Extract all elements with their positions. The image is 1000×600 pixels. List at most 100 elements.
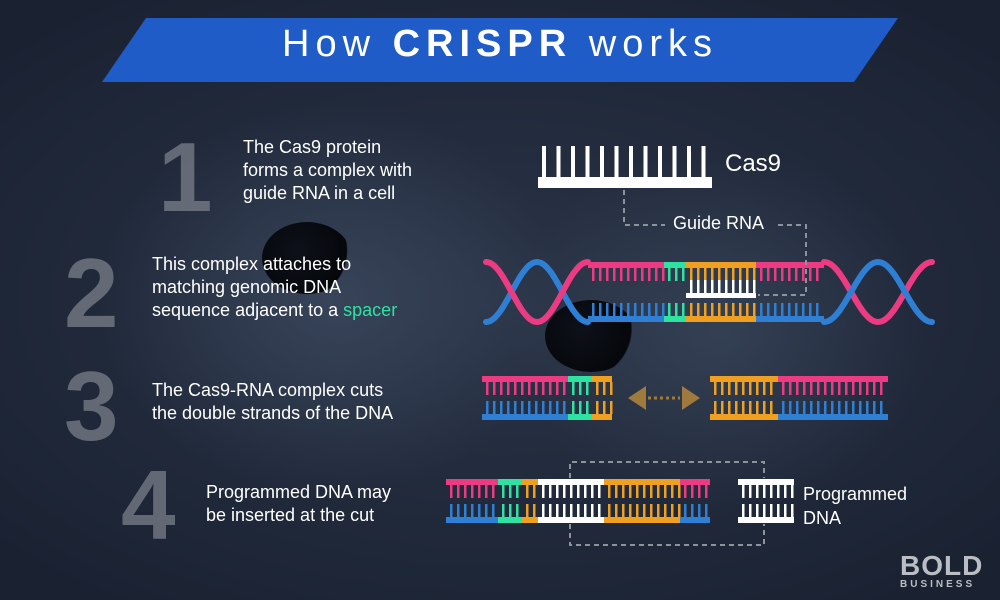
cut-left-top-strand-base <box>542 382 545 395</box>
dna-top-strand-base <box>592 268 595 281</box>
dna-top-strand-base <box>746 268 749 281</box>
cut-right-bottom-strand-base <box>782 401 785 414</box>
cut-right-top-strand-base <box>866 382 869 395</box>
step-2-line-3-text: sequence adjacent to a <box>152 300 344 320</box>
inserted-top-strand-base <box>570 485 573 498</box>
cas9-comb-tooth <box>672 146 677 177</box>
dna-top-strand-base <box>802 268 805 281</box>
cut-left-top-strand-backbone <box>592 376 612 382</box>
cut-right-bottom-strand-base <box>817 401 820 414</box>
inserted-bottom-strand-base <box>643 504 646 517</box>
programmed-dna-top-strand-backbone <box>738 479 794 485</box>
programmed-dna-bottom-strand-base <box>784 504 787 517</box>
cut-right-bottom-strand-base <box>859 401 862 414</box>
inserted-bottom-strand-base <box>485 504 488 517</box>
inserted-bottom-strand-base <box>570 504 573 517</box>
step-1-line-1: The Cas9 protein <box>243 137 382 157</box>
dna-top-strand-base <box>732 268 735 281</box>
cas9-comb-tooth <box>614 146 619 177</box>
inserted-top-strand-base <box>678 485 681 498</box>
inserted-bottom-strand-base <box>478 504 481 517</box>
dna-top-strand-base <box>620 268 623 281</box>
inserted-bottom-strand-base <box>629 504 632 517</box>
dna-bottom-strand-base <box>802 303 805 316</box>
cut-right-top-strand-base <box>756 382 759 395</box>
dna-bottom-strand-base <box>725 303 728 316</box>
dna-top-strand-base <box>711 268 714 281</box>
inserted-bottom-strand-base <box>542 504 545 517</box>
guide-rna-label: Guide RNA <box>673 213 765 233</box>
page-title: How CRISPR works <box>0 23 1000 66</box>
cut-left-bottom-strand-base <box>603 401 606 414</box>
step-3-line-1: The Cas9-RNA complex cuts <box>152 380 384 400</box>
dna-bottom-strand-backbone <box>756 316 824 322</box>
dna-bottom-strand-base <box>809 303 812 316</box>
programmed-dna-bottom-strand-base <box>742 504 745 517</box>
inserted-bottom-strand-backbone <box>498 517 522 523</box>
inserted-top-strand-base <box>556 485 559 498</box>
guide-rna-base <box>711 280 714 293</box>
inserted-bottom-strand-base <box>563 504 566 517</box>
inserted-bottom-strand-base <box>705 504 708 517</box>
cut-right-bottom-strand-base <box>714 401 717 414</box>
cut-right-bottom-strand-base <box>796 401 799 414</box>
cut-right-bottom-strand-base <box>749 401 752 414</box>
inserted-bottom-strand-backbone <box>680 517 710 523</box>
guide-rna-backbone <box>686 293 756 298</box>
dna-bottom-strand-base <box>767 303 770 316</box>
cut-right-top-strand-base <box>763 382 766 395</box>
inserted-top-strand-base <box>502 485 505 498</box>
dna-top-strand-base <box>662 268 665 281</box>
cut-right-top-strand-base <box>873 382 876 395</box>
cas9-comb-tooth <box>658 146 662 177</box>
dna-bottom-strand-base <box>774 303 777 316</box>
dna-top-strand-base <box>753 268 756 281</box>
cut-right-bottom-strand-base <box>763 401 766 414</box>
cut-right-bottom-strand-backbone <box>710 414 778 420</box>
dna-bottom-strand-base <box>682 303 685 316</box>
cut-left-bottom-strand-base <box>528 401 531 414</box>
cut-right-bottom-strand-base <box>770 401 773 414</box>
cut-right-top-strand-base <box>852 382 855 395</box>
inserted-bottom-strand-base <box>533 504 536 517</box>
inserted-bottom-strand-base <box>502 504 505 517</box>
inserted-top-strand-base <box>591 485 594 498</box>
dna-bottom-strand-base <box>788 303 791 316</box>
dna-top-strand-base <box>668 268 671 281</box>
step-3-number: 3 <box>64 351 119 461</box>
inserted-top-strand-base <box>542 485 545 498</box>
cut-right-bottom-strand-base <box>873 401 876 414</box>
inserted-bottom-strand-base <box>591 504 594 517</box>
inserted-top-strand-base <box>516 485 519 498</box>
inserted-bottom-strand-base <box>556 504 559 517</box>
step-4-line-1: Programmed DNA may <box>206 482 392 502</box>
cut-right-top-strand-base <box>770 382 773 395</box>
inserted-bottom-strand-base <box>598 504 601 517</box>
guide-connector-right <box>758 224 807 296</box>
cut-right-bottom-strand-base <box>728 401 731 414</box>
dna-bottom-strand-base <box>795 303 798 316</box>
cut-right-bottom-strand-base <box>756 401 759 414</box>
cut-right-top-strand-base <box>838 382 841 395</box>
helix-right-blue-strand <box>821 258 935 325</box>
inserted-bottom-strand-base <box>584 504 587 517</box>
cut-right-top-strand-base <box>789 382 792 395</box>
guide-rna-base <box>746 280 749 293</box>
cut-left-top-strand-backbone <box>568 376 592 382</box>
cut-left-bottom-strand-base <box>556 401 559 414</box>
cut-left-bottom-strand-base <box>535 401 538 414</box>
programmed-dna-top-strand-base <box>749 485 752 498</box>
guide-rna-base <box>697 280 700 293</box>
inserted-top-strand-base <box>650 485 653 498</box>
cut-left-top-strand-base <box>549 382 552 395</box>
dna-bottom-strand-base <box>746 303 749 316</box>
inserted-bottom-strand-base <box>608 504 611 517</box>
cut-right-bottom-strand-base <box>721 401 724 414</box>
cut-left-bottom-strand-base <box>514 401 517 414</box>
dna-top-strand-base <box>809 268 812 281</box>
cut-right-top-strand-base <box>880 382 883 395</box>
inserted-top-strand-base <box>664 485 667 498</box>
dna-bottom-strand-base <box>613 303 616 316</box>
cut-right-top-strand-base <box>735 382 738 395</box>
